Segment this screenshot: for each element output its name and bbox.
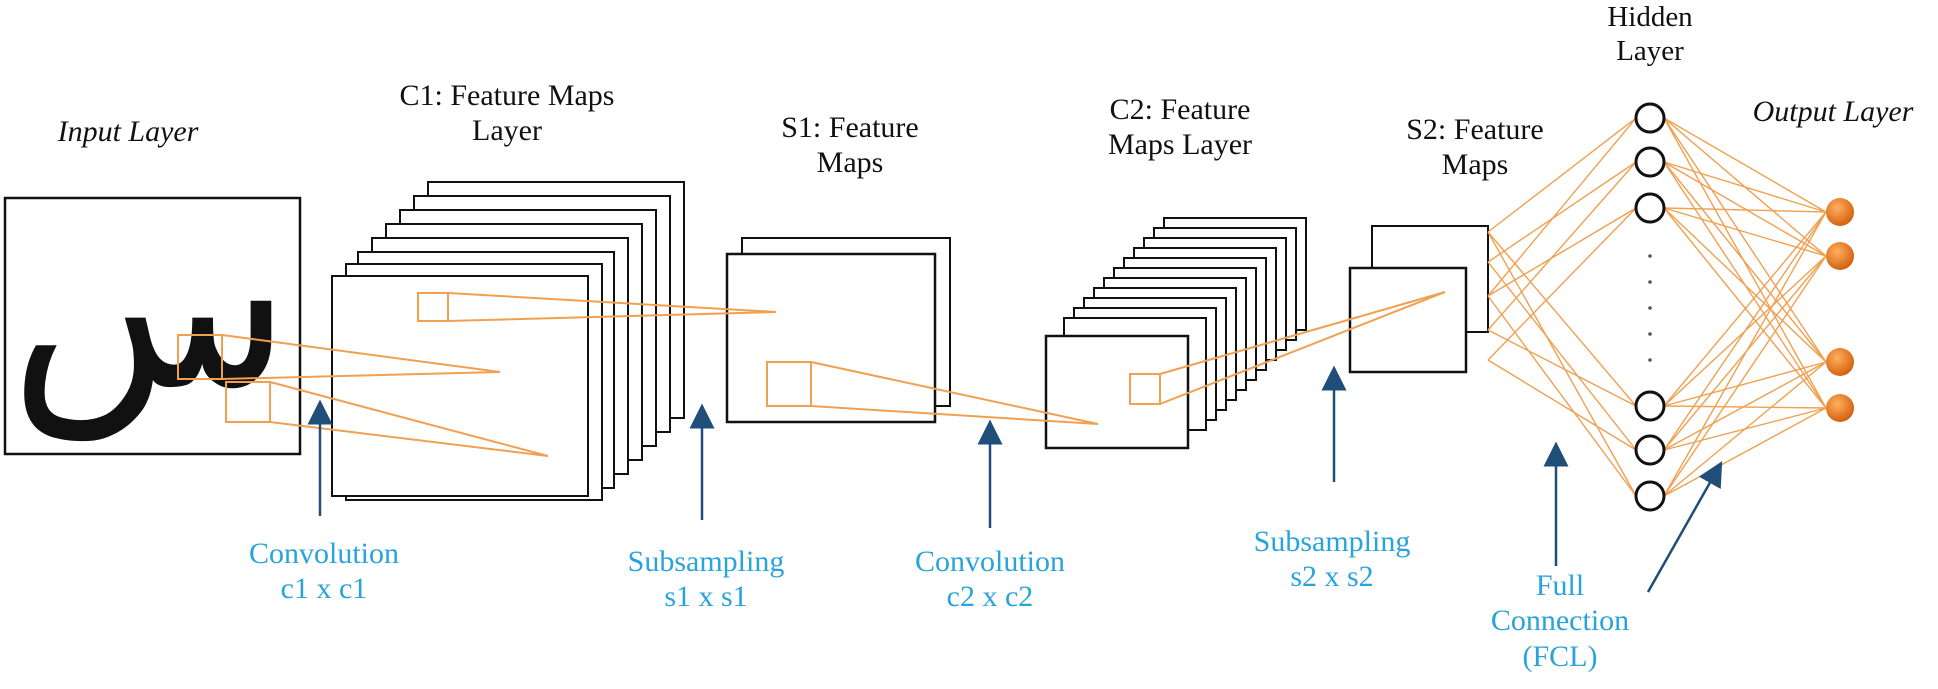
hidden-neuron: [1634, 480, 1666, 512]
connection-line: [1487, 359, 1637, 451]
conv2-label: Convolution c2 x c2: [914, 545, 1065, 614]
output-layer-label: Output Layer: [1752, 95, 1914, 128]
hidden-neuron: [1634, 102, 1666, 134]
hidden-neuron: [1634, 390, 1666, 422]
ellipsis-dot: [1648, 280, 1652, 284]
connection-line: [1663, 361, 1827, 497]
fully-connected-lines: [1487, 117, 1827, 497]
connection-line: [1663, 361, 1827, 451]
connection-line: [1663, 161, 1827, 213]
conv1-label: Convolution c1 x c1: [248, 537, 399, 606]
c2-label: C2: Feature Maps Layer: [1107, 93, 1253, 162]
connection-line: [1663, 207, 1827, 213]
hidden-layer-label: Hidden Layer: [1607, 1, 1693, 68]
connection-line: [1487, 117, 1637, 297]
output-layer-neurons: [1826, 198, 1854, 422]
connection-line: [1663, 117, 1827, 213]
output-neuron: [1826, 394, 1854, 422]
connection-line: [1663, 161, 1827, 363]
connection-line: [1663, 255, 1827, 497]
connection-line: [1663, 161, 1827, 257]
connection-line: [1663, 207, 1827, 363]
hidden-layer-neurons: [1634, 102, 1666, 512]
connection-line: [1663, 407, 1827, 497]
output-arrow: [1646, 461, 1723, 593]
receptive-field-projections: [177, 291, 1446, 457]
input-layer-label: Input Layer: [57, 115, 199, 148]
hidden-neuron: [1634, 146, 1666, 178]
connection-line: [1487, 231, 1637, 407]
connection-line: [1663, 361, 1827, 407]
s1-feature-maps-stack: [725, 237, 951, 424]
fcl-label: Full Connection (FCL): [1490, 569, 1630, 673]
ellipsis-dot: [1648, 358, 1652, 362]
connection-line: [1663, 211, 1827, 451]
ellipsis-dot: [1648, 306, 1652, 310]
connection-line: [1663, 117, 1827, 363]
hidden-neuron: [1634, 192, 1666, 224]
annotation-arrows: [307, 365, 1723, 593]
c1-feature-maps-stack: [331, 181, 685, 501]
input-glyph: س: [10, 173, 291, 441]
output-neuron: [1826, 242, 1854, 270]
c1-label: C1: Feature Maps Layer: [399, 79, 615, 148]
connection-line: [1663, 207, 1827, 257]
connection-line: [1487, 295, 1637, 497]
hidden-neuron: [1634, 434, 1666, 466]
connection-line: [1487, 207, 1637, 297]
connection-line: [1663, 211, 1827, 497]
connection-line: [1663, 211, 1827, 407]
output-neuron: [1826, 198, 1854, 226]
connection-line: [1487, 231, 1637, 497]
sub1-label: Subsampling s1 x s1: [627, 545, 785, 614]
ellipsis-dot: [1648, 332, 1652, 336]
connection-line: [1487, 161, 1637, 263]
s1-label: S1: Feature Maps: [781, 111, 919, 180]
connection-line: [1487, 329, 1637, 407]
s2-feature-maps-stack: [1348, 225, 1489, 374]
input-image-box: [3, 196, 302, 456]
c2-feature-maps-stack: [1044, 217, 1307, 450]
output-neuron: [1826, 348, 1854, 376]
connection-line: [1663, 405, 1827, 409]
ellipsis-dot: [1648, 254, 1652, 258]
s2-label: S2: Feature Maps: [1406, 113, 1544, 182]
connection-line: [1487, 161, 1637, 331]
connection-line: [1487, 207, 1637, 361]
sub2-label: Subsampling s2 x s2: [1253, 525, 1411, 594]
connection-line: [1487, 261, 1637, 451]
connection-line: [1487, 117, 1637, 233]
